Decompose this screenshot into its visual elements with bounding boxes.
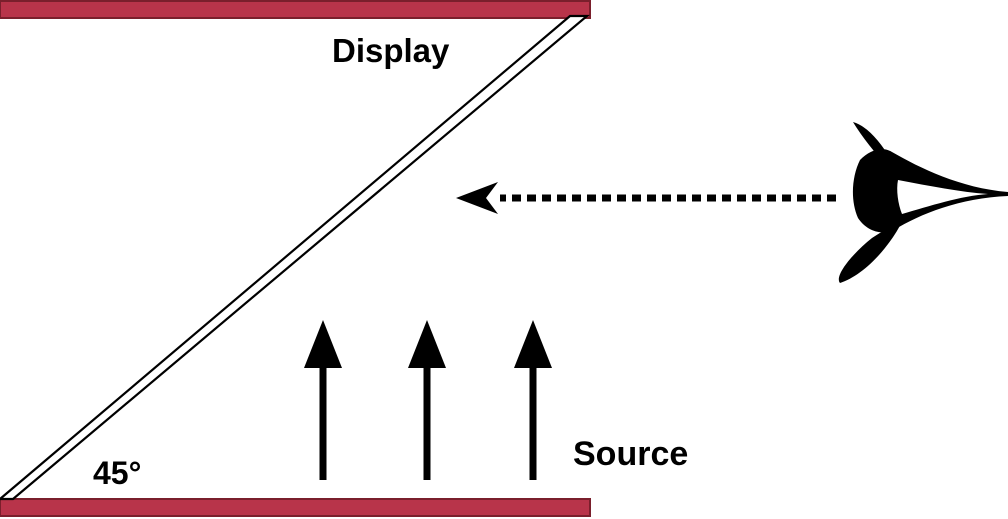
display-label: Display	[332, 32, 450, 69]
source-label: Source	[573, 435, 688, 473]
display-plate	[0, 0, 591, 19]
source-arrow-3	[514, 320, 552, 480]
glass-pane	[0, 14, 591, 501]
source-plate	[0, 498, 591, 517]
eye-icon	[838, 122, 1008, 283]
source-arrow-2	[408, 320, 446, 480]
viewing-arrow	[456, 182, 836, 214]
angle-label: 45°	[93, 455, 141, 491]
source-arrow-1	[304, 320, 342, 480]
